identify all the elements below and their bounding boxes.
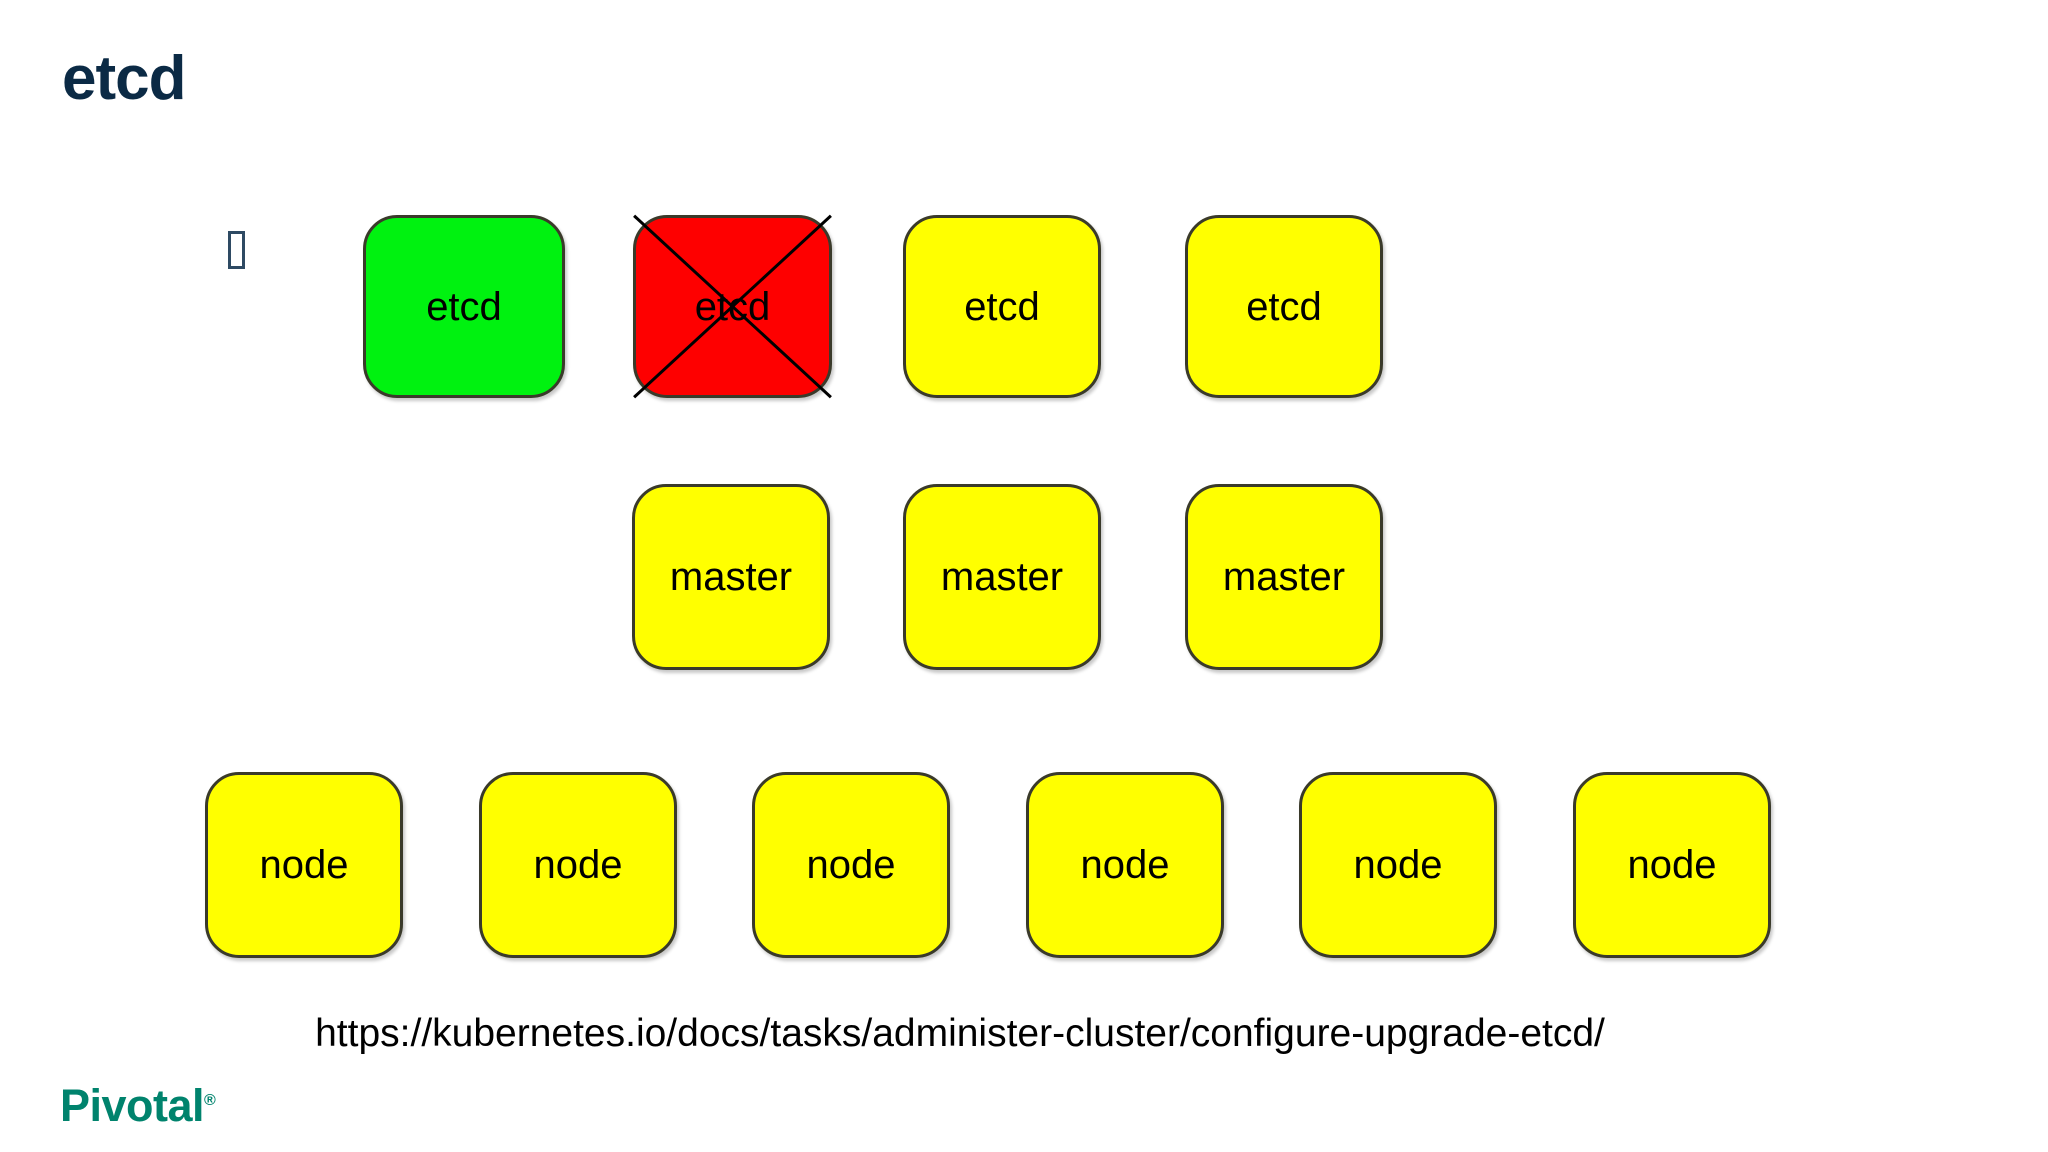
node-row-box-2[interactable]: node	[752, 772, 950, 958]
node-row-box-5[interactable]: node	[1573, 772, 1771, 958]
node-row-box-0-label: node	[259, 843, 349, 887]
etcd-row-box-2-label: etcd	[964, 284, 1040, 329]
pivotal-logo-trademark-icon: ®	[204, 1092, 216, 1109]
node-row-box-4-label: node	[1353, 843, 1443, 887]
master-row-box-0[interactable]: master	[632, 484, 830, 670]
master-row-box-2-label: master	[1222, 555, 1346, 599]
etcd-row-box-2[interactable]: etcd	[903, 215, 1101, 398]
page-title: etcd	[62, 44, 186, 113]
node-row-box-3[interactable]: node	[1026, 772, 1224, 958]
etcd-row-box-0[interactable]: etcd	[363, 215, 565, 398]
master-row-box-1[interactable]: master	[903, 484, 1101, 670]
node-row-box-1-label: node	[533, 843, 623, 887]
etcd-row-box-1-label: etcd	[694, 284, 771, 329]
missing-glyph-icon	[228, 231, 245, 269]
node-row-box-1[interactable]: node	[479, 772, 677, 958]
node-row-box-5-label: node	[1627, 843, 1717, 887]
pivotal-logo: Pivotal®	[60, 1080, 216, 1131]
node-row-box-0[interactable]: node	[205, 772, 403, 958]
pivotal-logo-wordmark: Pivotal	[60, 1080, 205, 1131]
reference-url[interactable]: https://kubernetes.io/docs/tasks/adminis…	[315, 1012, 1605, 1055]
master-row-box-2[interactable]: master	[1185, 484, 1383, 670]
master-row-box-1-label: master	[940, 555, 1064, 599]
etcd-row-box-3[interactable]: etcd	[1185, 215, 1383, 398]
node-row-box-2-label: node	[806, 843, 896, 887]
etcd-row-box-1[interactable]: etcd	[633, 215, 832, 398]
failed-cross-icon	[630, 212, 835, 401]
node-row-box-3-label: node	[1080, 843, 1170, 887]
master-row-box-0-label: master	[669, 555, 793, 599]
etcd-row-box-0-label: etcd	[426, 284, 502, 329]
etcd-row-box-3-label: etcd	[1246, 284, 1322, 329]
node-row-box-4[interactable]: node	[1299, 772, 1497, 958]
